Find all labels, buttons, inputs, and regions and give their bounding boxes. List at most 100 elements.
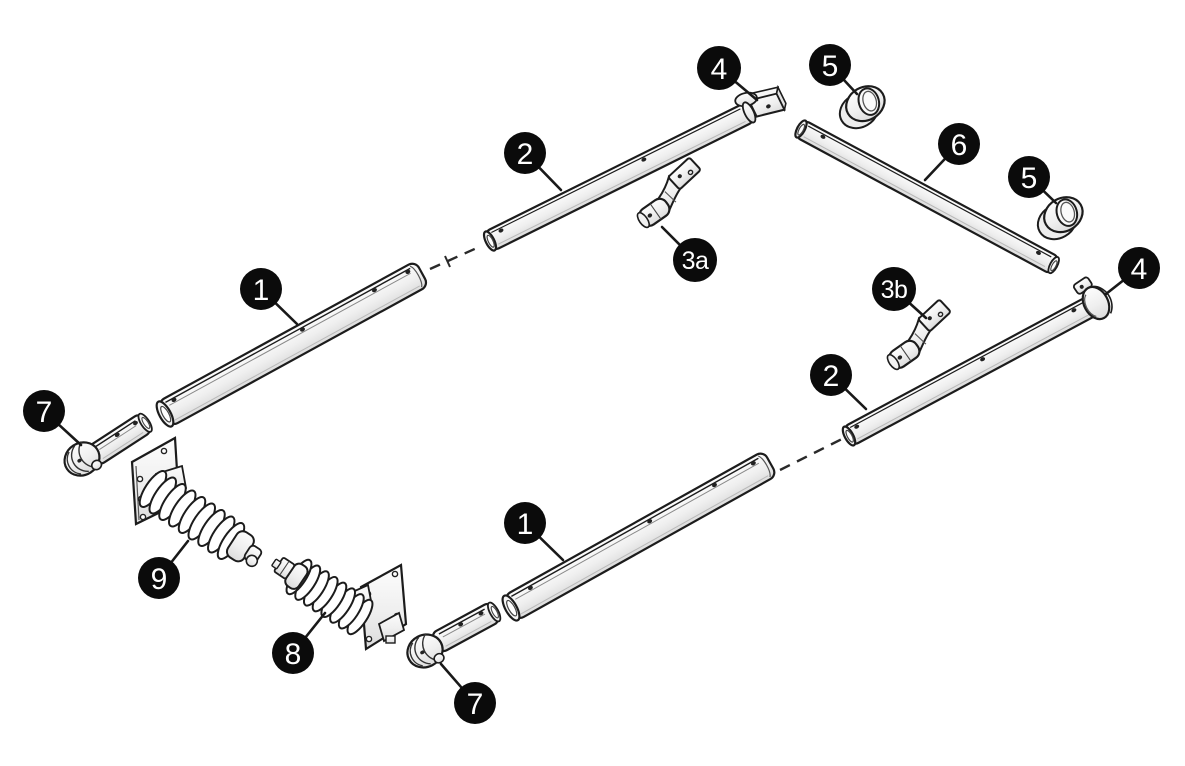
art-shape [165, 267, 411, 403]
balloon-circle [673, 238, 717, 282]
art-shape [94, 420, 136, 448]
callout-7-corner-end-cap-lower[interactable]: 7 [439, 662, 496, 724]
art-shape [102, 432, 144, 460]
art-shape [506, 599, 518, 617]
callout-5-roller-right[interactable]: 5 [1008, 156, 1058, 205]
art-shape [445, 621, 492, 647]
callout-1-side-rail-lower[interactable]: 1 [504, 502, 565, 562]
elbow-bracket-3b [886, 299, 951, 371]
art-shape [854, 424, 860, 429]
callout-3a-elbow-bracket-a[interactable]: 3a [660, 225, 717, 282]
balloon-label: 7 [36, 396, 53, 429]
art-shape [520, 475, 769, 615]
plate-hole [139, 513, 147, 521]
art-shape [245, 554, 259, 568]
art-shape [405, 269, 411, 274]
art-shape [937, 311, 944, 318]
elbow-bracket-3a [636, 157, 701, 229]
leader-line [923, 157, 947, 182]
balloon-circle [504, 132, 546, 174]
leader-line [57, 423, 83, 447]
callout-4-corner-connector-top[interactable]: 4 [697, 46, 759, 102]
leader-line [660, 225, 682, 247]
art-shape [478, 611, 484, 616]
art-shape [677, 174, 682, 179]
balloon-circle [810, 354, 852, 396]
callout-2-upper-rail-right[interactable]: 2 [810, 354, 868, 411]
callout-7-corner-end-cap-left[interactable]: 7 [23, 390, 83, 447]
balloon-label: 2 [517, 138, 534, 171]
balloon-label: 3b [881, 276, 908, 304]
art-shape [664, 191, 677, 203]
balloon-circle [809, 44, 851, 86]
art-shape [438, 608, 485, 635]
art-shape [712, 483, 717, 488]
corner-end-cap-7-lower [406, 633, 445, 669]
art-shape [750, 461, 756, 466]
art-shape [886, 353, 901, 371]
callout-4-corner-connector-right[interactable]: 4 [1104, 247, 1160, 296]
balloon-label: 4 [1131, 253, 1148, 286]
balloon-circle [454, 682, 496, 724]
callout-6-cross-tube[interactable]: 6 [923, 123, 980, 182]
balloon-label: 6 [951, 129, 968, 162]
balloon-label: 9 [151, 563, 168, 596]
art-shape [1079, 284, 1084, 289]
art-shape [99, 425, 137, 450]
leader-line [537, 166, 563, 192]
rail-tube-2-right [841, 295, 1100, 447]
plate-hole [160, 447, 168, 455]
art-shape [741, 101, 757, 124]
callout-8-spring-assembly-8[interactable]: 8 [272, 611, 327, 674]
callout-9-spring-assembly-9[interactable]: 9 [138, 539, 190, 599]
art-shape [897, 355, 903, 360]
art-shape [687, 169, 694, 176]
balloon-label: 2 [823, 360, 840, 393]
callout-3b-elbow-bracket-b[interactable]: 3b [872, 267, 928, 320]
art-shape [918, 299, 951, 332]
art-shape [820, 134, 826, 139]
art-shape [511, 457, 759, 597]
callout-5-roller-top[interactable]: 5 [809, 44, 859, 96]
art-shape [1036, 250, 1041, 255]
balloon-circle [504, 502, 546, 544]
balloon-circle [240, 268, 282, 310]
balloon-circle [23, 390, 65, 432]
callout-1-side-rail-front[interactable]: 1 [240, 268, 299, 326]
leader-line [908, 301, 928, 320]
art-shape [70, 445, 89, 472]
art-shape [490, 605, 499, 619]
spring-end-cap-8 [271, 557, 309, 590]
art-shape [803, 136, 1046, 268]
callout-2-upper-rail-front[interactable]: 2 [504, 132, 563, 192]
leader-line [170, 539, 190, 564]
art-shape [796, 120, 1059, 274]
art-shape [845, 429, 854, 443]
corner-connector-4-right [1072, 276, 1113, 321]
plate-hole [391, 570, 399, 578]
art-shape [169, 272, 411, 406]
corner-stub-tube-7-left [88, 412, 153, 465]
art-shape [300, 327, 305, 332]
art-shape [899, 345, 912, 362]
art-shape [171, 397, 177, 403]
balloon-label: 1 [517, 508, 534, 541]
leader-line [842, 78, 859, 96]
leader-line [844, 387, 868, 411]
art-shape [515, 462, 760, 600]
plate-hole [365, 635, 373, 643]
balloon-circle [872, 267, 916, 311]
art-shape [409, 265, 423, 288]
alignment-tick [444, 255, 451, 268]
art-shape [372, 288, 377, 293]
leader-line [538, 535, 565, 562]
roller-5-top [838, 85, 886, 130]
art-shape [66, 451, 82, 475]
balloon-circle [1118, 247, 1160, 289]
art-shape [486, 234, 495, 248]
art-shape [414, 636, 431, 665]
art-shape [1050, 260, 1058, 272]
